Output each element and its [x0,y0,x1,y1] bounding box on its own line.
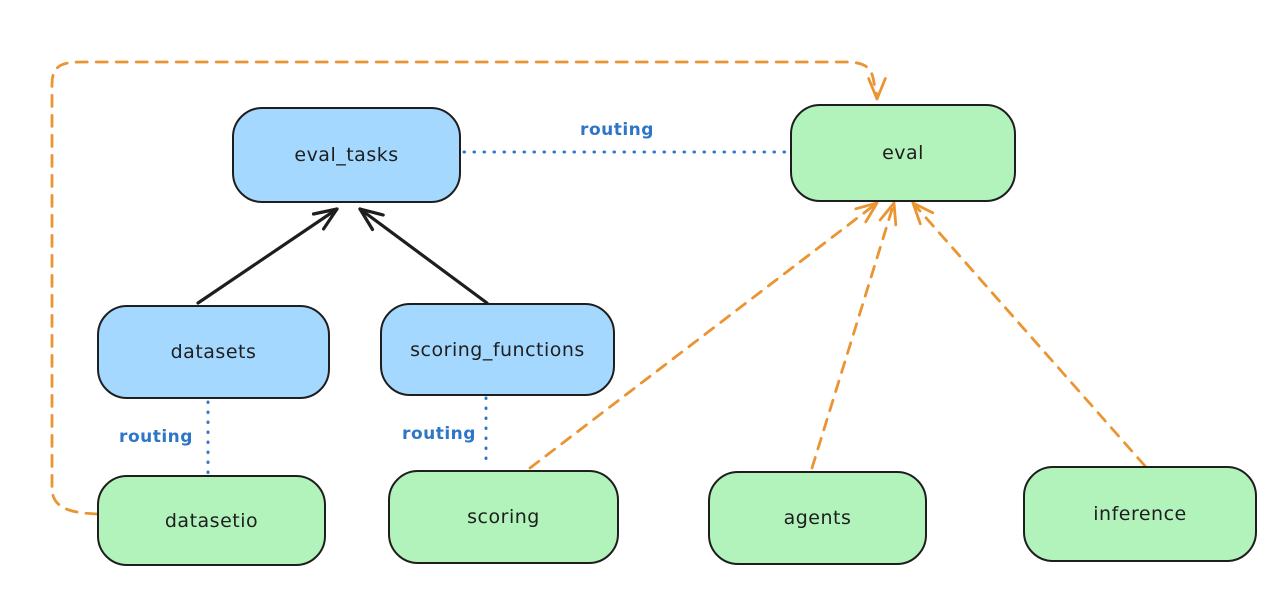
node-scoring-label: scoring [467,506,540,528]
node-datasetio[interactable]: datasetio [97,475,326,566]
node-agents-label: agents [783,507,852,529]
routing-label-eval_tasks-eval: routing [580,120,654,140]
node-eval_tasks-label: eval_tasks [294,144,399,166]
node-inference-label: inference [1093,503,1187,525]
node-eval_tasks[interactable]: eval_tasks [232,107,461,203]
node-inference[interactable]: inference [1023,466,1257,562]
node-scoring_functions-label: scoring_functions [410,338,585,361]
node-agents[interactable]: agents [708,471,927,565]
routing-label-datasets-datasetio: routing [119,427,193,447]
node-scoring[interactable]: scoring [388,470,619,564]
edge-datasetio-to-eval[interactable] [50,60,887,516]
edge-scoring-to-eval[interactable] [528,201,879,470]
node-datasetio-label: datasetio [164,509,259,532]
node-datasets-label: datasets [170,341,257,363]
node-datasets[interactable]: datasets [97,305,330,399]
edge-scoring_functions-to-eval_tasks[interactable] [358,207,489,305]
node-eval-label: eval [882,142,924,164]
edge-agents-to-eval[interactable] [810,201,898,470]
edge-inference-to-eval[interactable] [911,201,1147,468]
routing-label-scoring_functions-scoring: routing [402,424,476,444]
node-eval[interactable]: eval [790,104,1016,202]
node-scoring_functions[interactable]: scoring_functions [380,303,615,396]
edge-datasets-to-eval_tasks[interactable] [196,207,339,305]
